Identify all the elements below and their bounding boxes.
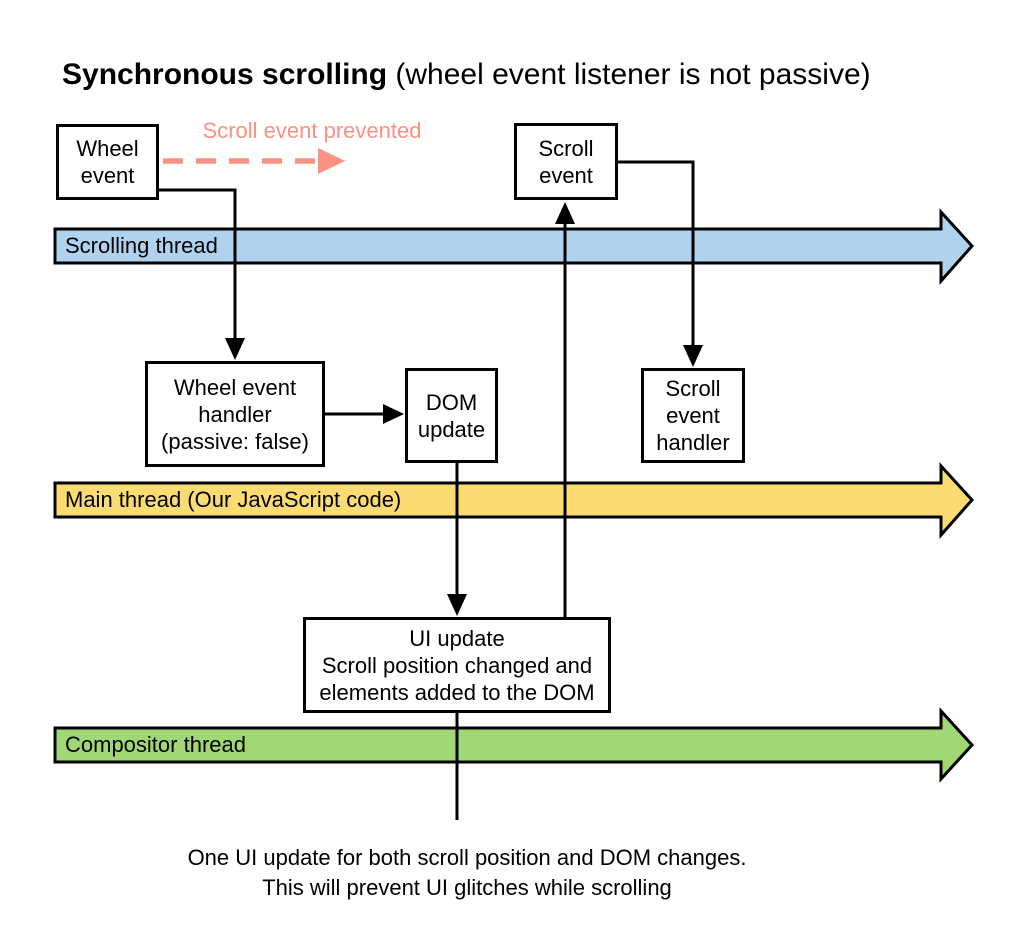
connector-scroll-event-to-handler (617, 160, 695, 346)
prevented-annotation-label: Scroll event prevented (202, 118, 422, 143)
title-subtitle: (wheel event listener is not passive) (387, 58, 871, 91)
scrolling-thread-label: Scrolling thread (65, 233, 218, 258)
compositor-thread-label: Compositor thread (65, 732, 246, 757)
arrowhead-scroll-event-to-handler (683, 345, 703, 367)
node-scroll-event-handler: Scroll event handler (641, 368, 745, 463)
main-thread-label: Main thread (Our JavaScript code) (65, 487, 402, 512)
title-main: Synchronous scrolling (62, 58, 388, 91)
node-wheel-event-handler: Wheel event handler (passive: false) (145, 361, 325, 467)
prevented-dashed-arrow-head (318, 148, 345, 174)
compositor-thread-arrow (53, 707, 975, 783)
node-scroll-event: Scroll event (514, 123, 618, 200)
arrowhead-ui-update-to-scroll-event (555, 202, 575, 224)
scrolling-thread-arrow (53, 208, 975, 285)
diagram-caption: One UI update for both scroll position a… (187, 845, 747, 900)
node-ui-update: UI update Scroll position changed and el… (303, 617, 611, 713)
arrowhead-dom-update-to-ui-update (447, 594, 467, 616)
node-dom-update: DOM update (405, 368, 498, 463)
arrowhead-wheel-event-to-handler (225, 338, 245, 360)
connector-wheel-event-to-handler (159, 188, 237, 340)
node-wheel-event: Wheel event (56, 124, 159, 200)
arrowhead-handler-to-dom-update (383, 404, 404, 424)
diagram-title: Synchronous scrolling (wheel event liste… (62, 58, 871, 92)
main-thread-arrow (53, 462, 975, 539)
